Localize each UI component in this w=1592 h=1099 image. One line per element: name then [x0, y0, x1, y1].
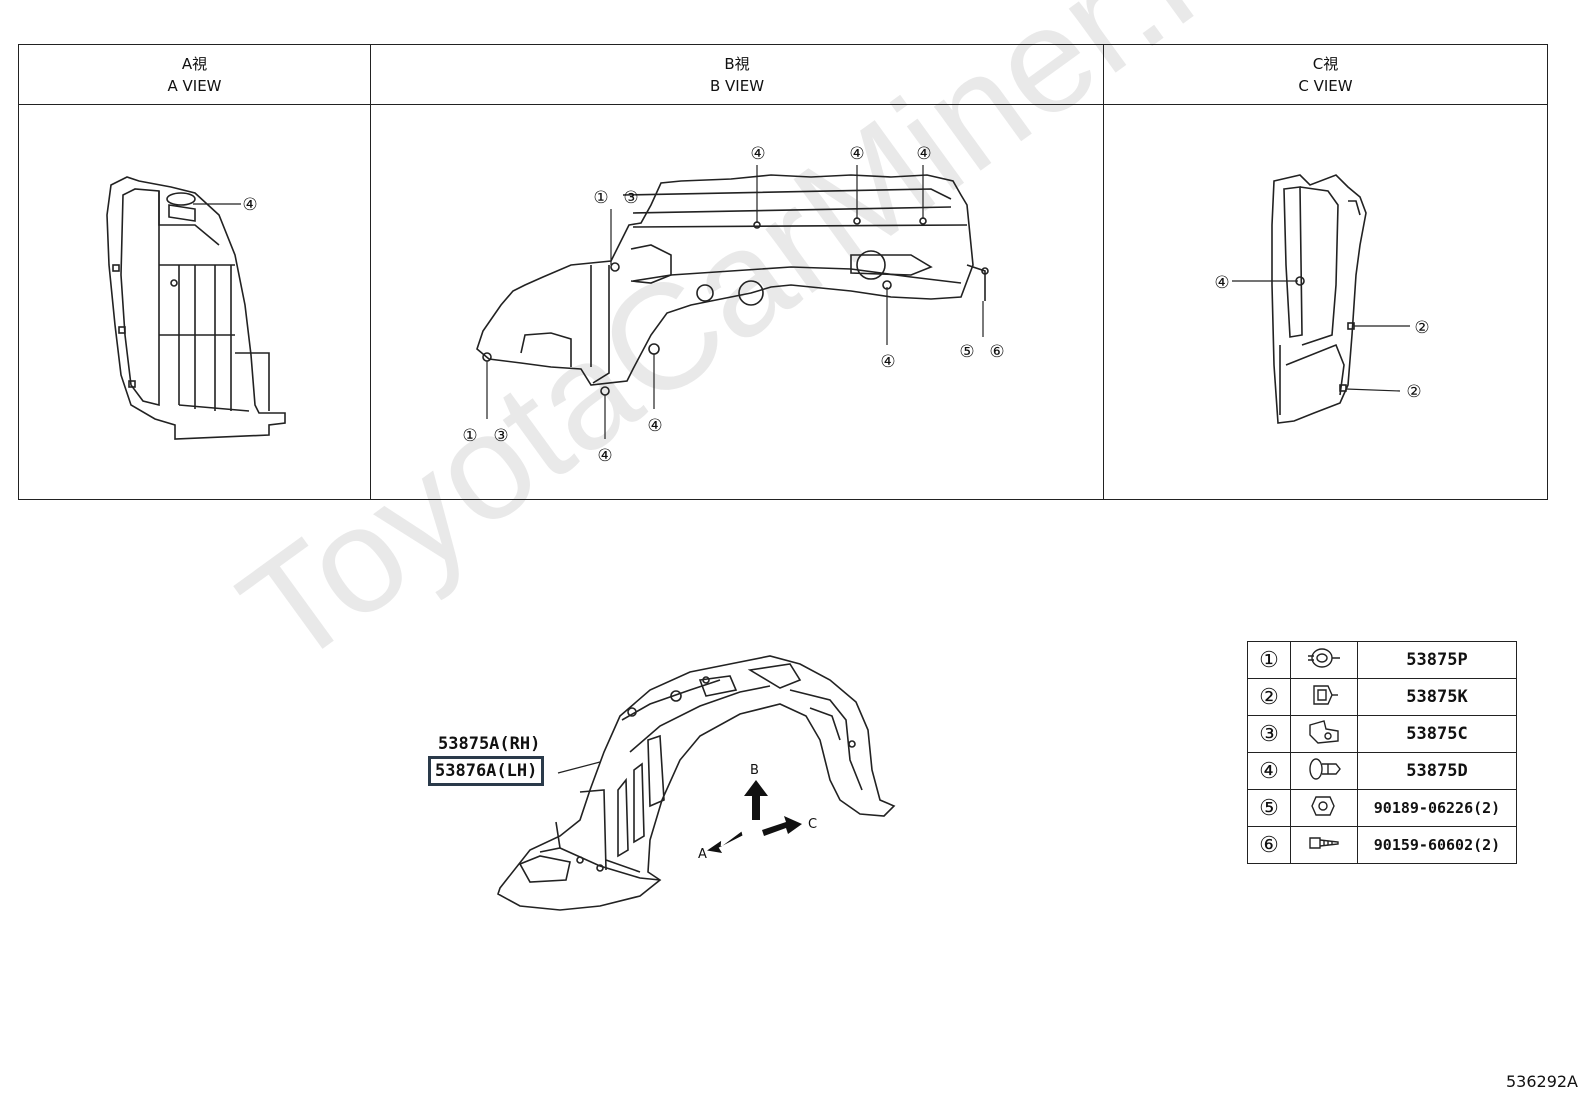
legend-num: ①: [1247, 641, 1291, 679]
legend-num: ②: [1247, 678, 1291, 716]
view-header-a: A視 A VIEW: [19, 45, 371, 105]
view-a-panel: ④: [19, 105, 371, 499]
legend-row: ⑤ 90189-06226(2): [1247, 789, 1517, 827]
nut-clip-icon: [1290, 715, 1358, 753]
legend-row: ① 53875P: [1247, 641, 1517, 679]
view-header-b: B視 B VIEW: [371, 45, 1104, 105]
view-header-en: A VIEW: [167, 77, 222, 95]
legend-row: ⑥ 90159-60602(2): [1247, 826, 1517, 864]
view-c-panel: ④ ② ②: [1104, 105, 1547, 499]
direction-arrows: A B C: [698, 763, 817, 862]
legend-row: ② 53875K: [1247, 678, 1517, 716]
callout-label: ②: [1406, 382, 1421, 402]
fender-liner-shape: [497, 655, 896, 911]
callout-label: ③: [493, 426, 508, 446]
callout-label: ④: [916, 144, 931, 164]
views-table: A視 A VIEW B視 B VIEW C視 C VIEW: [18, 44, 1548, 500]
view-header-en: B VIEW: [709, 77, 765, 95]
part-leader-line: [557, 761, 601, 774]
callout-group: ④: [193, 195, 258, 215]
screw-grommet-icon: [1290, 641, 1358, 679]
legend-num: ③: [1247, 715, 1291, 753]
arrow-a-icon: [707, 831, 743, 853]
view-header-en: C VIEW: [1298, 77, 1353, 95]
callout-label: ①: [462, 426, 477, 446]
callout-group: ④ ④ ④ ① ③ ④ ⑤ ⑥ ① ③ ④ ④: [462, 144, 1004, 466]
callout-label: ④: [750, 144, 765, 164]
nut-icon: [1290, 789, 1358, 827]
direction-label-a: A: [698, 847, 707, 862]
callout-label: ④: [242, 195, 257, 215]
legend-part: 53875D: [1357, 752, 1517, 790]
legend-part: 90159-60602(2): [1357, 826, 1517, 864]
callout-label: ②: [1414, 318, 1429, 338]
legend-row: ④ 53875D: [1247, 752, 1517, 790]
legend-row: ③ 53875C: [1247, 715, 1517, 753]
callout-label: ⑥: [989, 342, 1004, 362]
callout-group: ④ ② ②: [1214, 273, 1429, 402]
callout-label: ④: [880, 352, 895, 372]
part-number-rh: 53875A(RH): [438, 734, 541, 754]
diagram-ref-code: 536292A: [1505, 1072, 1578, 1091]
callout-label: ④: [597, 446, 612, 466]
callout-label: ④: [849, 144, 864, 164]
legend-num: ④: [1247, 752, 1291, 790]
legend-num: ⑥: [1247, 826, 1291, 864]
callout-label: ③: [623, 188, 638, 208]
view-b-drawing: ④ ④ ④ ① ③ ④ ⑤ ⑥ ① ③ ④ ④: [462, 144, 1004, 466]
legend-part: 53875C: [1357, 715, 1517, 753]
legend-part: 90189-06226(2): [1357, 789, 1517, 827]
view-a-drawing: ④: [106, 176, 286, 440]
view-c-drawing: ④ ② ②: [1214, 174, 1430, 424]
fastener-legend-table: ① 53875P ② 53875K ③ 53875C ④ 53875D: [1247, 641, 1517, 864]
legend-num: ⑤: [1247, 789, 1291, 827]
view-b-panel: ④ ④ ④ ① ③ ④ ⑤ ⑥ ① ③ ④ ④: [371, 105, 1104, 499]
callout-label: ①: [593, 188, 608, 208]
direction-label-c: C: [808, 817, 817, 832]
clip-icon: [1290, 678, 1358, 716]
legend-part: 53875K: [1357, 678, 1517, 716]
view-header-jp: C視: [1312, 55, 1339, 73]
view-header-c: C視 C VIEW: [1104, 45, 1547, 105]
direction-label-b: B: [750, 763, 759, 778]
callout-label: ④: [1214, 273, 1229, 293]
part-number-lh: 53876A(LH): [428, 756, 545, 786]
view-header-jp: B視: [724, 55, 750, 73]
push-clip-icon: [1290, 752, 1358, 790]
arrow-c-icon: [762, 816, 802, 836]
view-header-jp: A視: [181, 55, 208, 73]
legend-part: 53875P: [1357, 641, 1517, 679]
callout-label: ⑤: [959, 342, 974, 362]
callout-label: ④: [647, 416, 662, 436]
screw-icon: [1290, 826, 1358, 864]
arrow-b-icon: [744, 780, 768, 820]
